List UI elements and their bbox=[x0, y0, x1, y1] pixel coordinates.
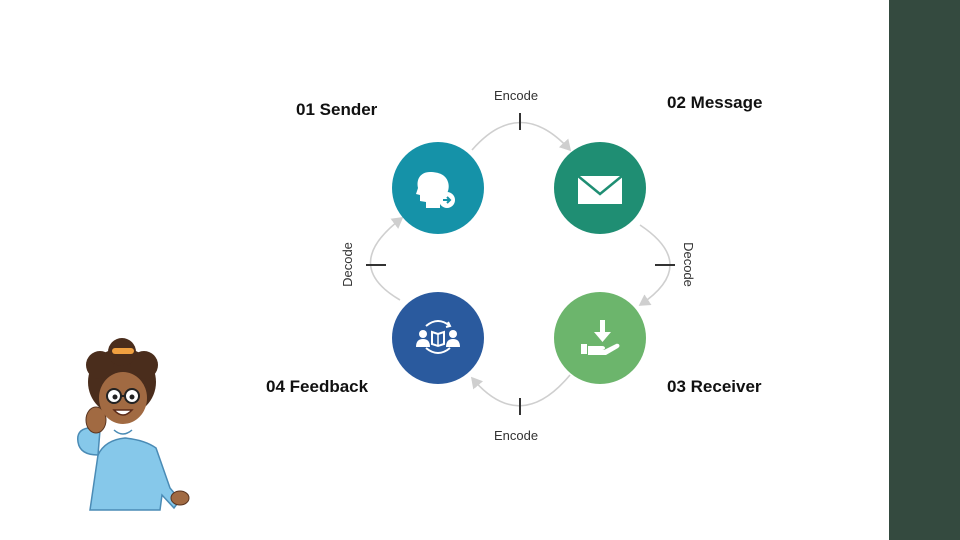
cartoon-girl-illustration bbox=[76, 338, 190, 511]
connector-right-label: Decode bbox=[680, 242, 696, 287]
tick-right bbox=[655, 264, 675, 266]
feedback-node bbox=[392, 292, 484, 384]
arc-top bbox=[471, 121, 572, 152]
receiver-label: 03 Receiver bbox=[667, 377, 762, 397]
message-title: Message bbox=[690, 93, 763, 112]
envelope-icon bbox=[577, 175, 623, 204]
feedback-label: 04 Feedback bbox=[266, 377, 368, 397]
sender-title: Sender bbox=[319, 100, 378, 119]
people-book-icon bbox=[416, 320, 460, 354]
tick-top bbox=[519, 113, 521, 130]
head-arrow-icon bbox=[416, 172, 455, 208]
connector-bottom-label: Encode bbox=[494, 428, 539, 443]
side-bar bbox=[889, 0, 960, 540]
communication-cycle-diagram: Encode Encode Decode Decode 01 Sender 02… bbox=[266, 88, 762, 443]
receiver-number: 03 bbox=[667, 377, 686, 396]
feedback-number: 04 bbox=[266, 377, 285, 396]
message-label: 02 Message bbox=[667, 93, 762, 113]
feedback-title: Feedback bbox=[289, 377, 369, 396]
connector-left-label: Decode bbox=[339, 242, 355, 287]
sender-number: 01 bbox=[296, 100, 315, 119]
sender-node bbox=[392, 142, 484, 234]
receiver-node bbox=[554, 292, 646, 384]
message-node bbox=[554, 142, 646, 234]
receiver-title: Receiver bbox=[690, 377, 762, 396]
sender-label: 01 Sender bbox=[296, 100, 377, 120]
message-number: 02 bbox=[667, 93, 686, 112]
tick-bottom bbox=[519, 398, 521, 415]
connector-top-label: Encode bbox=[494, 88, 539, 103]
arc-bottom bbox=[470, 374, 571, 407]
cycle-arcs bbox=[369, 121, 671, 407]
hand-receive-icon bbox=[581, 320, 620, 355]
tick-left bbox=[366, 264, 386, 266]
arc-left bbox=[369, 217, 404, 301]
